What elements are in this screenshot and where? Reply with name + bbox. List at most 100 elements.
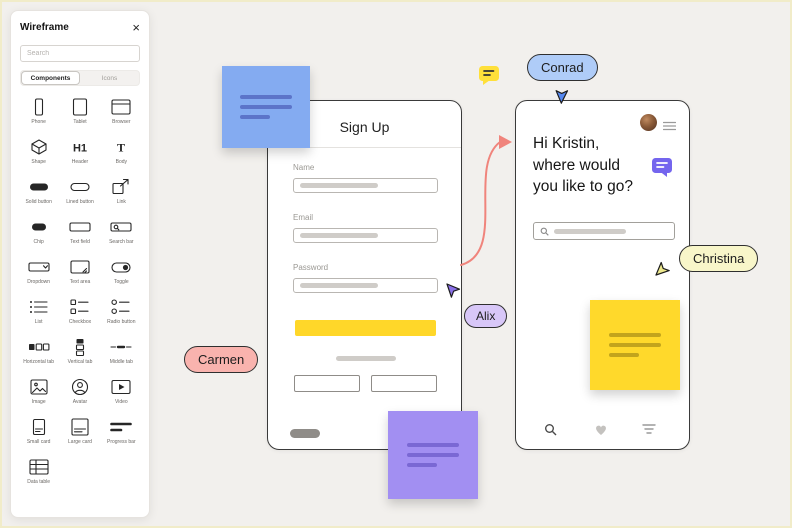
panel-header: Wireframe × <box>20 21 140 34</box>
primary-button[interactable] <box>295 320 436 336</box>
close-icon[interactable]: × <box>132 20 140 35</box>
tab-icons[interactable]: Icons <box>80 71 139 85</box>
menu-icon[interactable] <box>662 118 677 136</box>
purple-comment-icon[interactable] <box>651 157 673 183</box>
purple-sticky-note[interactable] <box>388 411 478 499</box>
component-horizontal-tab[interactable]: Horizontal tab <box>20 338 57 365</box>
component-avatar[interactable]: Avatar <box>61 378 98 405</box>
text-field-icon <box>67 218 93 236</box>
component-label: Phone <box>31 119 46 125</box>
email-input[interactable] <box>293 228 438 243</box>
component-label: Tablet <box>73 119 87 125</box>
secondary-button-right[interactable] <box>371 375 437 392</box>
progress-bar-icon <box>108 418 134 436</box>
component-toggle[interactable]: Toggle <box>103 258 140 285</box>
component-label: List <box>34 319 43 325</box>
tablet-icon <box>67 98 93 116</box>
body-icon: T <box>108 138 134 156</box>
panel-tabs: Components Icons <box>20 70 140 86</box>
lined-button-icon <box>67 178 93 196</box>
panel-title: Wireframe <box>20 22 69 33</box>
component-vertical-tab[interactable]: Vertical tab <box>61 338 98 365</box>
component-label: Shape <box>31 159 46 165</box>
small-card-icon <box>26 418 52 436</box>
signup-title: Sign Up <box>339 119 390 135</box>
component-list[interactable]: List <box>20 298 57 325</box>
component-label: Radio button <box>107 319 136 325</box>
component-checkbox[interactable]: Checkbox <box>61 298 98 325</box>
header-icon: H1 <box>67 138 93 156</box>
chat-search-bar[interactable] <box>533 222 675 240</box>
collaborator-pill-carmen: Carmen <box>184 346 259 373</box>
component-text-field[interactable]: Text field <box>61 218 98 245</box>
component-small-card[interactable]: Small card <box>20 418 57 445</box>
christina-cursor-icon <box>655 261 671 277</box>
browser-icon <box>108 98 134 116</box>
component-phone[interactable]: Phone <box>20 98 57 125</box>
phone-icon <box>26 98 52 116</box>
component-label: Solid button <box>25 199 52 205</box>
component-tablet[interactable]: Tablet <box>61 98 98 125</box>
sticky-text-lines <box>240 95 292 119</box>
component-shape[interactable]: Shape <box>20 138 57 165</box>
filter-icon[interactable] <box>642 423 656 435</box>
name-input[interactable] <box>293 178 438 193</box>
placeholder-bar <box>300 183 378 188</box>
password-label: Password <box>293 263 329 272</box>
link-icon <box>108 178 134 196</box>
collaborator-pill-christina: Christina <box>679 245 759 272</box>
email-label: Email <box>293 213 314 222</box>
signup-frame[interactable]: Sign Up Name Email Password <box>267 100 462 450</box>
component-text-area[interactable]: Text area <box>61 258 98 285</box>
blue-sticky-note[interactable] <box>222 66 310 148</box>
svg-text:H1: H1 <box>73 143 87 155</box>
list-icon <box>26 298 52 316</box>
tab-components[interactable]: Components <box>21 71 80 85</box>
alix-cursor-icon <box>445 283 461 299</box>
yellow-sticky-note[interactable] <box>590 300 680 390</box>
component-large-card[interactable]: Large card <box>61 418 98 445</box>
component-dropdown[interactable]: Dropdown <box>20 258 57 285</box>
component-label: Middle tab <box>109 359 133 365</box>
connector-arrow <box>499 135 512 149</box>
component-label: Progress bar <box>107 439 136 445</box>
search-icon[interactable] <box>544 423 557 436</box>
solid-button-icon <box>26 178 52 196</box>
horizontal-tab-icon <box>26 338 52 356</box>
component-browser[interactable]: Browser <box>103 98 140 125</box>
component-label: Text field <box>70 239 90 245</box>
component-progress-bar[interactable]: Progress bar <box>103 418 140 445</box>
bottom-pill[interactable] <box>290 429 320 438</box>
component-data-table[interactable]: Data table <box>20 458 57 485</box>
component-solid-button[interactable]: Solid button <box>20 178 57 205</box>
component-label: Chip <box>33 239 44 245</box>
component-middle-tab[interactable]: Middle tab <box>103 338 140 365</box>
data-table-icon <box>26 458 52 476</box>
search-input[interactable] <box>20 45 140 62</box>
text-area-icon <box>67 258 93 276</box>
component-label: Horizontal tab <box>23 359 55 365</box>
component-radio-button[interactable]: Radio button <box>103 298 140 325</box>
component-video[interactable]: Video <box>103 378 140 405</box>
component-label: Toggle <box>113 279 129 285</box>
collaborator-pill-alix: Alix <box>464 304 508 328</box>
component-image[interactable]: Image <box>20 378 57 405</box>
search-icon <box>540 227 549 236</box>
component-search-bar[interactable]: Search bar <box>103 218 140 245</box>
heart-icon[interactable] <box>594 423 608 436</box>
component-link[interactable]: Link <box>103 178 140 205</box>
placeholder-bar <box>554 228 626 234</box>
large-card-icon <box>67 418 93 436</box>
sticky-text-lines <box>608 333 662 357</box>
yellow-comment-icon[interactable] <box>478 65 500 91</box>
password-input[interactable] <box>293 278 438 293</box>
component-lined-button[interactable]: Lined button <box>61 178 98 205</box>
avatar[interactable] <box>640 114 657 131</box>
component-chip[interactable]: Chip <box>20 218 57 245</box>
secondary-button-left[interactable] <box>294 375 360 392</box>
